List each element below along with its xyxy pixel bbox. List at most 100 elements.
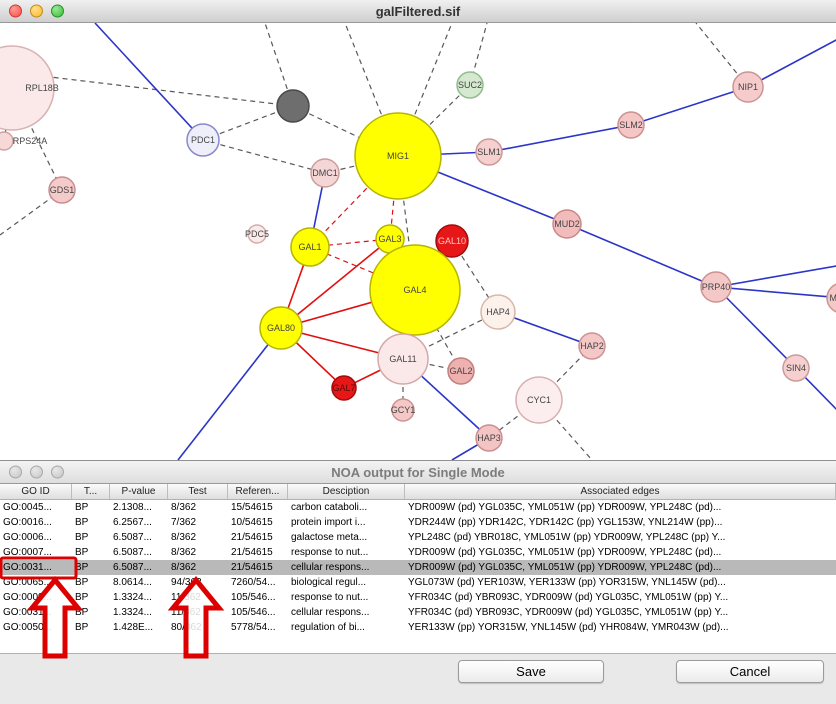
table-cell: YDR009W (pd) YGL035C, YML051W (pp) YDR00… xyxy=(408,502,722,513)
table-cell: 11/362 xyxy=(171,607,201,618)
network-node-nip1[interactable] xyxy=(732,71,764,103)
zoom-button[interactable] xyxy=(51,465,64,479)
network-edge[interactable] xyxy=(630,86,749,126)
network-node-slm1[interactable] xyxy=(475,138,503,166)
table-cell: 2.1308... xyxy=(113,502,152,513)
network-edge[interactable] xyxy=(177,327,282,460)
close-button[interactable] xyxy=(9,465,22,479)
network-node-dmc1[interactable] xyxy=(310,158,340,188)
column-header-test[interactable]: Test xyxy=(168,484,228,499)
save-button[interactable]: Save xyxy=(458,660,604,683)
network-node-gds1[interactable] xyxy=(48,176,76,204)
network-edge[interactable] xyxy=(566,223,717,288)
network-node-gal7[interactable] xyxy=(331,375,357,401)
column-header-associated-edges[interactable]: Associated edges xyxy=(405,484,836,499)
network-node-suc2[interactable] xyxy=(456,71,484,99)
table-cell: 1.428E... xyxy=(113,622,154,633)
network-node-gal1[interactable] xyxy=(290,227,330,267)
network-edge[interactable] xyxy=(414,289,462,372)
table-cell: YGL073W (pd) YER103W, YER133W (pp) YOR31… xyxy=(408,577,726,588)
network-edge[interactable] xyxy=(488,124,632,153)
network-node-gal4[interactable] xyxy=(369,244,461,336)
table-cell: GO:0045... xyxy=(3,502,52,513)
network-edge[interactable] xyxy=(715,265,836,288)
network-node-slm2[interactable] xyxy=(617,111,645,139)
network-node-hap2[interactable] xyxy=(578,332,606,360)
network-edge[interactable] xyxy=(202,139,326,174)
network-node-rpl18b[interactable] xyxy=(0,45,55,131)
network-node-mig1[interactable] xyxy=(354,112,442,200)
network-node-hap3[interactable] xyxy=(475,424,503,452)
network-edge[interactable] xyxy=(747,39,836,88)
minimize-button[interactable] xyxy=(30,4,43,18)
table-cell: YDR244W (pp) YDR142C, YDR142C (pp) YGL15… xyxy=(408,517,723,528)
network-edge[interactable] xyxy=(344,23,399,157)
table-cell: 7/362 xyxy=(171,517,197,528)
table-cell: YER133W (pp) YOR315W, YNL145W (pd) YHR08… xyxy=(408,622,729,633)
network-node-prp40[interactable] xyxy=(700,271,732,303)
network-edge[interactable] xyxy=(397,84,471,157)
table-cell: GO:0031... xyxy=(3,562,52,573)
column-header-go-id[interactable]: GO ID xyxy=(0,484,72,499)
network-node-gal11[interactable] xyxy=(377,333,429,385)
network-node-gal80[interactable] xyxy=(259,306,303,350)
network-node-sin4[interactable] xyxy=(782,354,810,382)
network-node-gal2[interactable] xyxy=(447,357,475,385)
zoom-button[interactable] xyxy=(51,4,64,18)
column-header-desciption[interactable]: Desciption xyxy=(288,484,405,499)
network-node-rps24a[interactable] xyxy=(0,131,14,151)
column-header-t-[interactable]: T... xyxy=(72,484,110,499)
network-edge[interactable] xyxy=(715,286,797,369)
network-node-pdc1[interactable] xyxy=(186,123,220,157)
network-node-gray1[interactable] xyxy=(276,89,310,123)
table-cell: cellular respons... xyxy=(291,607,370,618)
network-edge[interactable] xyxy=(264,23,294,107)
table-cell: GO:0065... xyxy=(3,577,52,588)
table-cell: BP xyxy=(75,532,89,543)
network-edge[interactable] xyxy=(715,286,836,299)
noa-window-titlebar[interactable]: NOA output for Single Mode xyxy=(0,461,836,484)
traffic-lights xyxy=(9,4,64,18)
network-node-mud2[interactable] xyxy=(552,209,582,239)
table-cell: 8/362 xyxy=(171,502,197,513)
network-node-msn[interactable] xyxy=(826,283,836,313)
close-button[interactable] xyxy=(9,4,22,18)
network-edge[interactable] xyxy=(202,105,294,141)
network-node-cyc1[interactable] xyxy=(515,376,563,424)
network-node-gal10[interactable] xyxy=(435,224,469,258)
network-edge[interactable] xyxy=(397,23,453,157)
table-cell: 8/362 xyxy=(171,532,197,543)
network-edge[interactable] xyxy=(94,23,204,141)
column-header-p-value[interactable]: P-value xyxy=(110,484,168,499)
network-node-hap4[interactable] xyxy=(480,294,516,330)
table-cell: 7260/54... xyxy=(231,577,276,588)
minimize-button[interactable] xyxy=(30,465,43,479)
table-cell: 8/362 xyxy=(171,562,197,573)
table-cell: regulation of bi... xyxy=(291,622,365,633)
network-edge[interactable] xyxy=(280,238,391,329)
network-edge[interactable] xyxy=(292,105,399,157)
cancel-button[interactable]: Cancel xyxy=(676,660,824,683)
column-header-referen-[interactable]: Referen... xyxy=(228,484,288,499)
table-cell: 6.5087... xyxy=(113,562,152,573)
network-window-titlebar[interactable]: galFiltered.sif xyxy=(0,0,836,23)
network-graph: RPL18BRPS24AGDS1PDC1MIG1SUC2SLM1SLM2NIP1… xyxy=(0,23,836,460)
table-cell: BP xyxy=(75,562,89,573)
network-node-pdc5[interactable] xyxy=(247,224,267,244)
table-cell: response to nut... xyxy=(291,547,369,558)
network-node-gcy1[interactable] xyxy=(391,398,415,422)
